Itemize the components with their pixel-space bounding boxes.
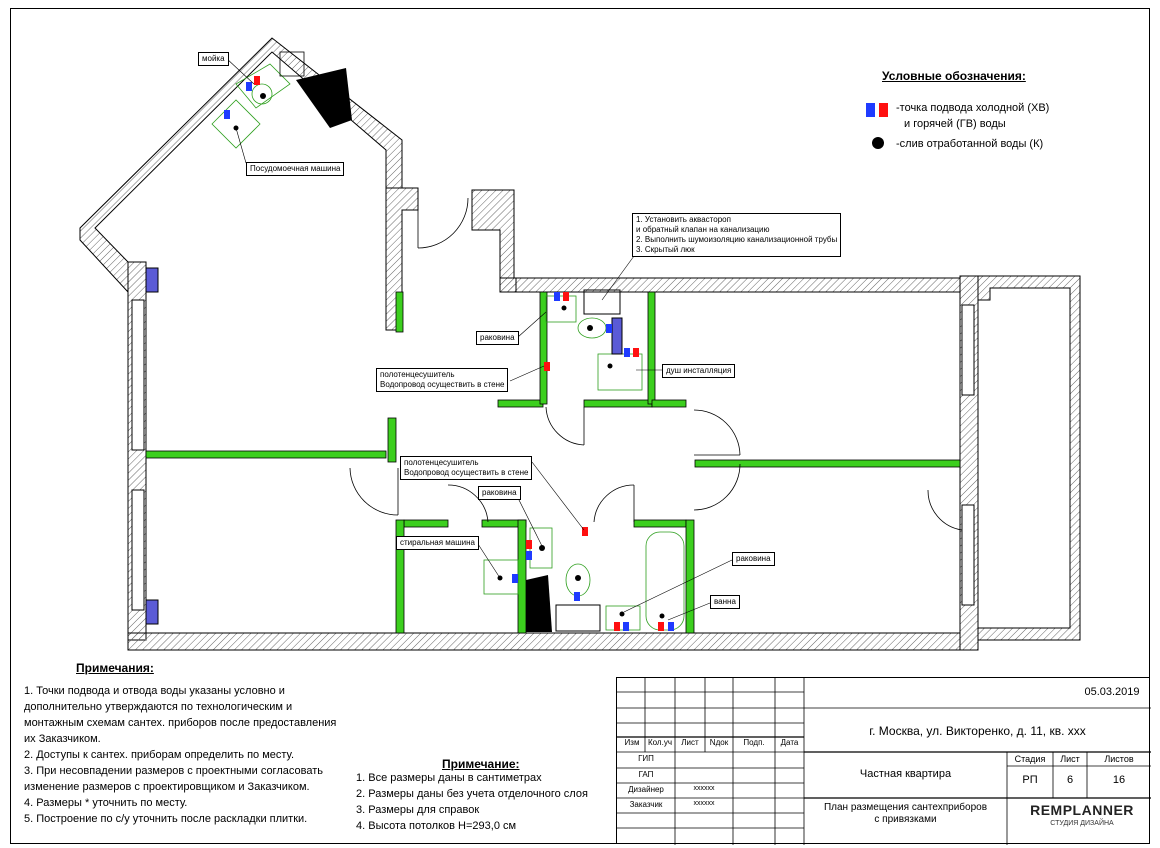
drain-points [233, 93, 665, 619]
doors [349, 197, 963, 531]
label-bath: ванна [710, 595, 740, 609]
leaders [225, 57, 733, 621]
partition-walls [145, 291, 961, 634]
notes-title: Примечания: [76, 661, 154, 675]
legend-hot-icon [879, 103, 888, 117]
label-sink: мойка [198, 52, 229, 66]
label-basin-2: раковина [478, 486, 521, 500]
note2-title: Примечание: [442, 757, 520, 771]
legend-title: Условные обозначения: [882, 69, 1026, 83]
legend-cold-icon [866, 103, 875, 117]
label-shower: душ инсталляция [662, 364, 736, 378]
label-washer: стиральная машина [396, 536, 479, 550]
kitchen-appliance [296, 68, 352, 128]
date: 05.03.2019 [1084, 686, 1140, 698]
drawing-frame [10, 8, 1150, 844]
legend-drain: -слив отработанной воды (К) [896, 138, 1044, 150]
logo: REMPLANNER [1030, 802, 1134, 818]
title-block: Изм Кол.уч Лист Nдок Подп. Дата ГИП ГАП … [616, 677, 1151, 845]
toilet-tank [583, 289, 621, 315]
object: Частная квартира [859, 768, 952, 780]
legend-drain-icon [872, 137, 884, 149]
windows [131, 267, 975, 625]
label-basin-1: раковина [476, 331, 519, 345]
bath-appliance [526, 575, 552, 632]
address: г. Москва, ул. Викторенко, д. 11, кв. хх… [869, 724, 1086, 738]
legend-water2: и горячей (ГВ) воды [904, 118, 1006, 130]
washbasin-box [555, 604, 601, 632]
water-points [224, 76, 674, 631]
kitchen-fixtures [211, 51, 305, 149]
logo-sub: СТУДИЯ ДИЗАЙНА [1050, 820, 1114, 827]
notes-list: 1. Точки подвода и отвода воды указаны у… [24, 685, 337, 825]
label-dishwasher: Посудомоечная машина [246, 162, 345, 176]
label-basin-3: раковина [732, 552, 775, 566]
legend-water: -точка подвода холодной (ХВ) [896, 102, 1050, 114]
installation [611, 317, 623, 355]
